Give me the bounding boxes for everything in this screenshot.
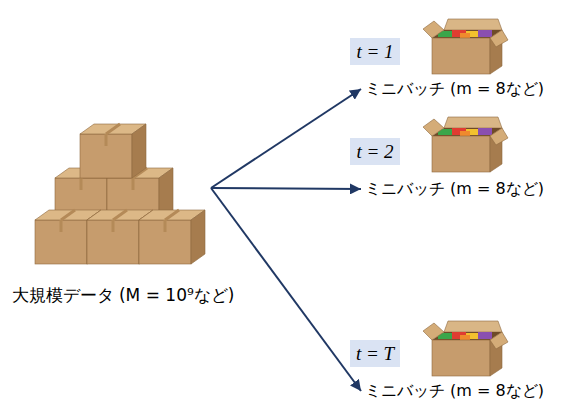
dataset-label: 大規模データ (M = 10⁹など)	[12, 284, 235, 306]
data-pile: 大規模データ (M = 10⁹など)	[35, 118, 211, 264]
open-box	[423, 321, 508, 376]
mini-batch: t = 2ミニバッチ (m = 8など)	[365, 116, 555, 202]
batch-label: ミニバッチ (m = 8など)	[365, 380, 544, 402]
open-box	[423, 19, 508, 74]
mini-batch: t = 1ミニバッチ (m = 8など)	[365, 16, 555, 102]
step-tag: t = 2	[350, 138, 400, 165]
batch-label: ミニバッチ (m = 8など)	[365, 178, 544, 200]
open-box	[423, 117, 508, 172]
arrow-connector	[211, 89, 361, 188]
batch-label: ミニバッチ (m = 8など)	[365, 78, 544, 100]
cardboard-pile	[35, 124, 205, 264]
step-tag: t = T	[350, 340, 400, 367]
arrow-connector	[211, 188, 361, 189]
mini-batch: t = Tミニバッチ (m = 8など)	[365, 318, 555, 404]
step-tag: t = 1	[350, 38, 400, 65]
